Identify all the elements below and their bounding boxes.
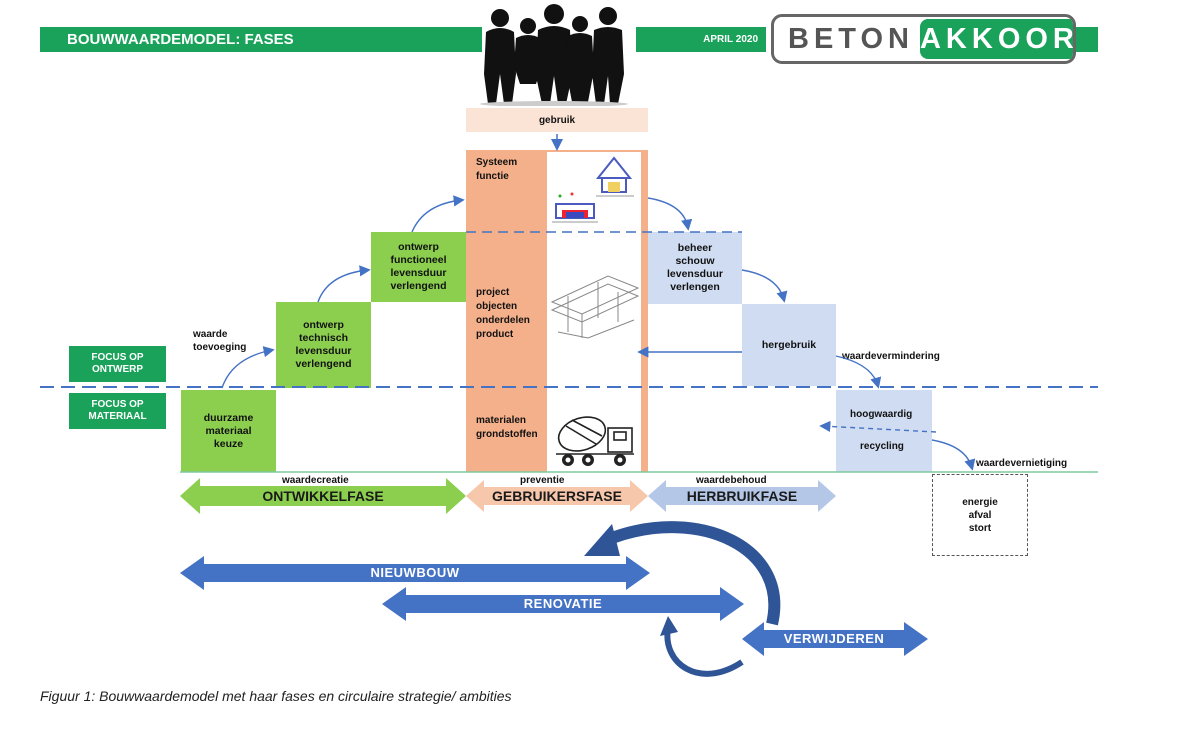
focus-ontwerp-line-1: FOCUS OP (91, 352, 144, 363)
afval-line: afval (968, 509, 992, 521)
keuze-line: keuze (213, 437, 244, 450)
focus-materiaal-line-1: FOCUS OP (91, 399, 144, 410)
step-ontwerp-technisch: ontwerp technisch levensduur verlengend (276, 302, 371, 388)
functioneel-line-3: levensduur (390, 267, 447, 279)
step-duurzame-materiaal: duurzame materiaal keuze (181, 390, 276, 472)
step-ontwerp-functioneel: ontwerp functioneel levensduur verlengen… (371, 232, 466, 302)
functioneel-line-2: functioneel (390, 254, 447, 266)
nieuwbouw-label: NIEUWBOUW (370, 565, 460, 580)
date-label: APRIL 2020 (703, 34, 758, 45)
building-section-icon (552, 156, 634, 223)
hergebruik-label: hergebruik (761, 338, 817, 351)
structural-elements-icon (550, 275, 640, 339)
technisch-line-1: ontwerp (303, 319, 344, 331)
arrow-step-3 (411, 195, 465, 233)
nieuwbouw-arrow (180, 556, 650, 590)
curved-arrow-bottom-head (660, 616, 678, 636)
functioneel-line-4: verlengend (390, 280, 447, 292)
beheer-line: beheer (677, 242, 713, 254)
logo-beton-text: BETON (788, 22, 914, 55)
verlengen-line: verlengen (670, 281, 720, 293)
product-line: product (476, 329, 514, 340)
arrow-step-7 (931, 439, 976, 471)
focus-ontwerp-line-2: ONTWERP (91, 364, 144, 375)
project-text: project objecten onderdelen product (476, 286, 530, 342)
focus-materiaal-label: FOCUS OP MATERIAAL (69, 393, 166, 429)
curved-arrow-bottom (664, 627, 744, 677)
renovatie-label: RENOVATIE (523, 596, 603, 611)
preventie-label: preventie (520, 475, 565, 486)
betonakkoord-logo: BETON AKKOORD (771, 14, 1076, 64)
grondstoffen-line: grondstoffen (476, 429, 538, 440)
step-beheer-schouw: beheer schouw levensduur verlengen (648, 232, 742, 304)
waarde-toevoeging-label: waarde toevoeging (193, 328, 246, 354)
page-title: BOUWWAARDEMODEL: FASES (67, 31, 294, 48)
concrete-mixer-truck-icon (556, 416, 634, 466)
energie-afval-stort-box: energie afval stort (932, 474, 1028, 556)
toevoeging-line: toevoeging (193, 342, 247, 353)
technisch-line-3: levensduur (295, 345, 352, 357)
functie-line: functie (476, 171, 509, 182)
header-date-bar: APRIL 2020 (636, 27, 766, 52)
arrow-step-1 (221, 346, 275, 389)
onderdelen-line: onderdelen (476, 315, 530, 326)
arrow-step-4 (647, 197, 693, 231)
arrow-step-6 (835, 355, 882, 389)
arrow-step-2 (317, 265, 371, 303)
waardebehoud-label: waardebehoud (696, 475, 767, 486)
schouw-line: schouw (675, 255, 715, 267)
header-right-bar (1076, 27, 1098, 52)
focus-materiaal-line-2: MATERIAAL (88, 411, 147, 422)
arrow-step-5 (741, 269, 788, 303)
hoogwaardig-label: hoogwaardig (850, 409, 913, 420)
technisch-line-2: technisch (298, 332, 348, 344)
levensduur-line: levensduur (666, 268, 724, 280)
step-hergebruik: hergebruik (742, 304, 836, 386)
verwijderen-arrow (742, 622, 928, 656)
systeem-functie-text: Systeem functie (476, 156, 517, 184)
arrow-recycling-back (819, 420, 937, 433)
figure-caption: Figuur 1: Bouwwaardemodel met haar fases… (40, 688, 512, 704)
stort-line: stort (968, 522, 992, 534)
objecten-line: objecten (476, 301, 518, 312)
recycling-label: recycling (860, 441, 904, 452)
renovatie-arrow (382, 587, 744, 621)
verwijderen-label: VERWIJDEREN (783, 631, 885, 646)
herbruikfase-label: HERBRUIKFASE (686, 488, 798, 504)
energie-line: energie (962, 496, 998, 508)
herbruikfase-arrow (648, 480, 836, 512)
curved-arrow-top (609, 521, 781, 626)
duurzame-line: duurzame (203, 411, 254, 424)
ontwikkelfase-label: ONTWIKKELFASE (262, 488, 384, 504)
gebruikersfase-arrow (466, 480, 648, 512)
ontwikkelfase-arrow (180, 478, 466, 514)
people-silhouette-icon (480, 4, 628, 106)
waardevermindering-label: waardevermindering (842, 351, 940, 362)
materialen-line: materialen (476, 415, 527, 426)
materialen-text: materialen grondstoffen (476, 414, 538, 442)
functioneel-line-1: ontwerp (398, 241, 439, 253)
waardecreatie-label: waardecreatie (282, 475, 349, 486)
materiaal-line: materiaal (205, 424, 252, 437)
waarde-line: waarde (193, 329, 228, 340)
gebruik-label: gebruik (538, 114, 576, 126)
project-line: project (476, 287, 510, 298)
gebruikersfase-label: GEBRUIKERSFASE (492, 488, 622, 504)
systeem-line: Systeem (476, 157, 518, 168)
gebruik-box: gebruik (466, 108, 648, 132)
technisch-line-4: verlengend (295, 358, 352, 370)
logo-akkoord-text: AKKOORD (919, 19, 1073, 59)
focus-ontwerp-label: FOCUS OP ONTWERP (69, 346, 166, 382)
curved-arrow-top-head (584, 524, 620, 556)
waardevernietiging-label: waardevernietiging (976, 458, 1068, 469)
header-title-bar: BOUWWAARDEMODEL: FASES (40, 27, 482, 52)
